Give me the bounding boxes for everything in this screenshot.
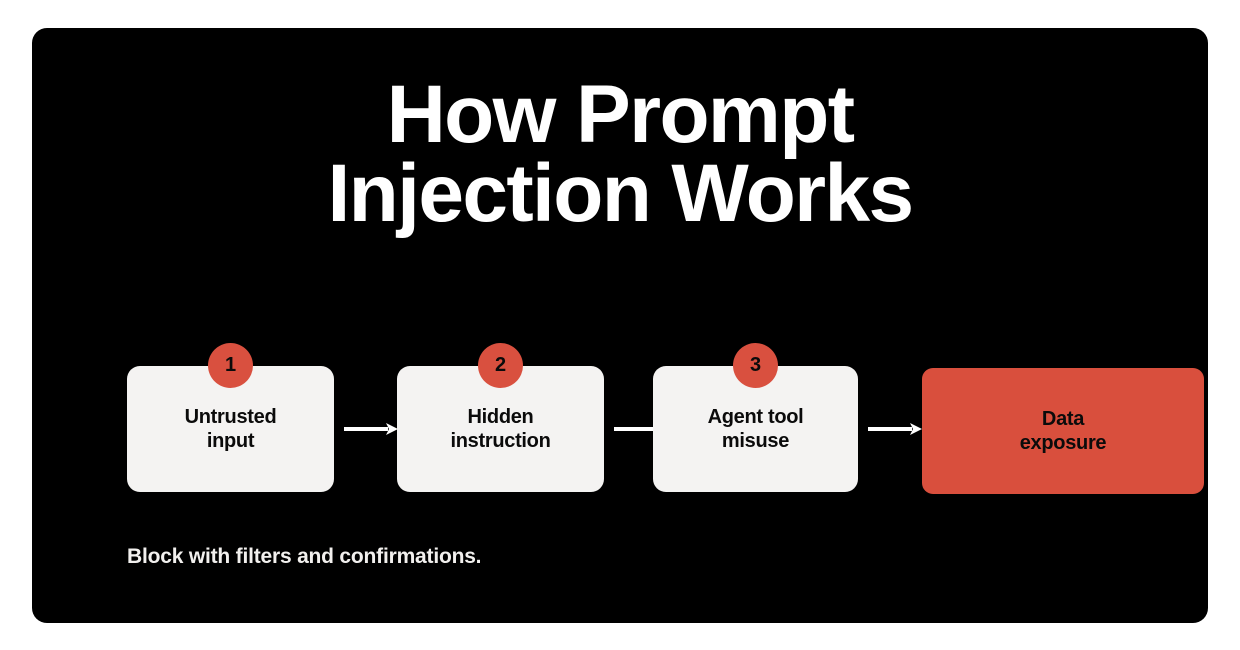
slide-panel: How Prompt Injection Works Untrusted inp… (32, 28, 1208, 623)
flow-diagram: Untrusted input 1 Hidden instruction 2 (95, 338, 1204, 498)
flow-step-3-label: Agent tool misuse (707, 405, 804, 452)
flow-step-1-label: Untrusted input (184, 405, 277, 452)
flow-step-4-outcome[interactable]: Data exposure (922, 368, 1204, 494)
flow-arrow-1 (344, 421, 400, 437)
flow-step-4-label: Data exposure (1019, 407, 1107, 454)
arrow-right-icon (344, 423, 398, 435)
flow-step-2-label: Hidden instruction (450, 405, 551, 452)
flow-step-1-number: 1 (224, 354, 237, 376)
flow-step-2-badge: 2 (478, 343, 523, 388)
arrow-right-icon (868, 423, 922, 435)
flow-arrow-3 (868, 421, 924, 437)
flow-step-1-badge: 1 (208, 343, 253, 388)
page-title: How Prompt Injection Works (327, 69, 914, 239)
flow-step-3-badge: 3 (733, 343, 778, 388)
flow-step-3[interactable]: Agent tool misuse (653, 366, 858, 492)
flow-step-3-number: 3 (749, 354, 762, 376)
flow-step-2[interactable]: Hidden instruction (397, 366, 604, 492)
footnote-text: Block with filters and confirmations. (127, 545, 482, 568)
flow-step-2-number: 2 (494, 354, 507, 376)
